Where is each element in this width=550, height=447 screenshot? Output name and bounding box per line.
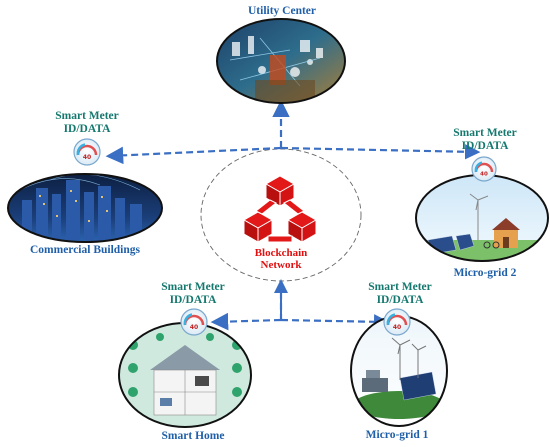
meter-reading: 40 (393, 324, 401, 331)
microgrid1-meter-label-line2: ID/DATA (376, 294, 424, 306)
micro-grid-2-label: Micro-grid 2 (453, 267, 517, 279)
meter-reading: 40 (190, 324, 198, 331)
commercial-buildings-label: Commercial Buildings (29, 244, 140, 256)
commercial-meter-label-line1: Smart Meter (55, 110, 119, 122)
link-smarthome (210, 312, 282, 331)
smart-home-image (118, 322, 252, 428)
microgrid1-meter-label: Smart Meter ID/DATA (350, 281, 450, 307)
smart-meter-microgrid1-icon: 40 (383, 308, 411, 336)
meter-reading: 40 (480, 172, 488, 178)
utility-center-label: Utility Center (247, 5, 317, 17)
micro-grid-2-image (415, 174, 549, 262)
blockchain-icon (242, 175, 318, 243)
microgrid2-meter-label-line1: Smart Meter (453, 127, 517, 139)
blockchain-network-label: Blockchain Network (236, 247, 326, 271)
commercial-meter-label-line2: ID/DATA (63, 123, 111, 135)
smarthome-meter-label-line2: ID/DATA (169, 294, 217, 306)
utility-center-image (216, 18, 346, 104)
commercial-meter-label: Smart Meter ID/DATA (32, 110, 142, 136)
smarthome-meter-label: Smart Meter ID/DATA (143, 281, 243, 307)
blockchain-label-line2: Network (260, 259, 302, 271)
smart-meter-commercial-icon: 40 (73, 138, 101, 166)
link-microgrid1 (280, 314, 390, 330)
microgrid2-meter-label: Smart Meter ID/DATA (430, 127, 540, 153)
meter-reading: 40 (83, 154, 91, 161)
commercial-buildings-image (7, 173, 163, 243)
link-commercial (105, 146, 282, 165)
smart-meter-smarthome-icon: 40 (180, 308, 208, 336)
microgrid1-meter-label-line1: Smart Meter (368, 281, 432, 293)
smarthome-meter-label-line1: Smart Meter (161, 281, 225, 293)
smart-home-label: Smart Home (161, 430, 225, 442)
micro-grid-1-label: Micro-grid 1 (365, 429, 429, 441)
microgrid2-meter-label-line2: ID/DATA (461, 140, 509, 152)
smart-meter-microgrid2-icon: 40 (471, 156, 497, 182)
blockchain-label-line1: Blockchain (254, 247, 308, 259)
